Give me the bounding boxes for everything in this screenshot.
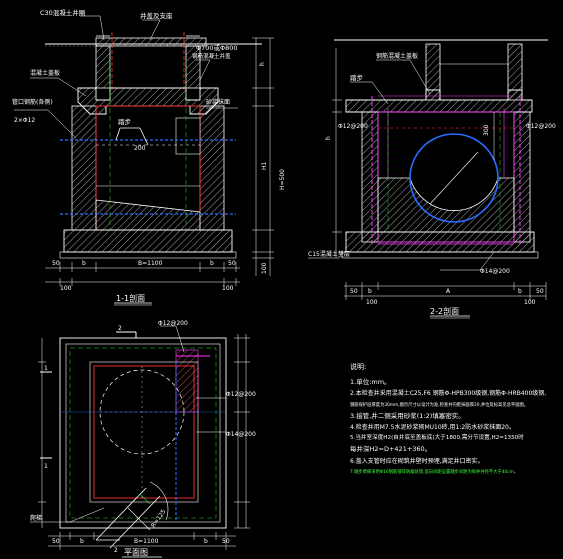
dim-H: H=500	[279, 169, 286, 190]
label-ladder: 踏步	[118, 117, 132, 126]
label-bar-left2: 2×Φ12	[14, 117, 35, 124]
plan-inlet	[95, 481, 169, 549]
dimension-plan-right	[234, 334, 250, 529]
dimension-1-1-right	[252, 37, 274, 276]
drawing-labels: C30混凝土井圈 井盖及支座 Φ700或Φ800 钢筋混凝土井盖 混凝土盖板 管…	[12, 8, 459, 557]
label-sec2: 2-2剖面	[430, 306, 459, 316]
note-item: 2.本检查井采用混凝土C25,F6 钢筋Φ-HPB300级钢,钢筋Φ-HRB40…	[350, 390, 547, 398]
ladder-steps-1-1	[115, 127, 149, 146]
dim-barp: Φ12@200	[226, 391, 256, 398]
dim-50-left: 50	[52, 260, 60, 267]
dim-h2: h	[325, 136, 332, 140]
note-item: 1.单位:mm。	[350, 378, 391, 387]
dim-b-right: b	[210, 260, 214, 267]
design-notes: 说明: 1.单位:mm。 2.本检查井采用混凝土C25,F6 钢筋Φ-HPB30…	[350, 362, 560, 478]
dim-b-2l: b	[368, 288, 372, 295]
dim-A: A	[446, 288, 451, 295]
note-item: 每井深H2=D+421+360。	[350, 445, 432, 454]
dim-100-2l: 100	[366, 299, 378, 306]
dim-cut-1-top: 1	[44, 365, 48, 372]
dim-H1: H1	[261, 161, 268, 170]
dim-b-2r: b	[518, 288, 522, 295]
section-2-2	[308, 39, 548, 319]
label-cover-spec: Φ700或Φ800	[196, 43, 238, 52]
dim-100-v: 100	[261, 262, 268, 274]
note-item: 钢筋保护层厚度为30mm,图示尺寸以设计为准,检查井内壁抹面厚20,井位及标高见…	[350, 402, 529, 408]
dim-cut-2-bot: 2	[114, 547, 118, 554]
dim-50-2r: 50	[536, 288, 544, 295]
dim-cut-2-top: 2	[118, 325, 122, 332]
dim-b-pl: b	[80, 538, 84, 545]
dim-bar4: Φ14@200	[480, 268, 510, 275]
dim-100-2r: 100	[524, 299, 536, 306]
label-bar-left: 管口钢筋(各侧)	[12, 98, 53, 106]
dimension-2-2-bottom	[344, 282, 547, 300]
dim-r125: R=125	[150, 508, 168, 529]
dim-300: 300	[483, 124, 490, 136]
dimension-2-2-left	[332, 48, 342, 258]
dimension-plan-bottom	[48, 532, 236, 550]
label-sec1: 1-1剖面	[116, 293, 145, 303]
section-1-1	[14, 15, 274, 306]
label-slab-left: 混凝土盖板	[30, 69, 60, 77]
note-item: 6.盖入支管时应在砌筑井壁时预埋,满足井口密实。	[350, 457, 484, 465]
dim-B: B=1100	[138, 260, 163, 267]
dim-200: 200	[134, 145, 146, 152]
note-item: 4.检查井用M7.5水泥砂浆砌MU10砖,用1:2防水砂浆抹面20。	[350, 424, 515, 432]
label-step-plan: 爬梯	[30, 514, 42, 522]
dim-50-pl: 50	[52, 538, 60, 545]
label-plan: 平面图	[124, 548, 148, 557]
dim-bar3: Φ12@200	[158, 320, 188, 327]
dim-h1: h	[259, 62, 266, 66]
dim-B-pl: B=1100	[134, 538, 159, 545]
label-ladder-2: 踏步	[350, 73, 364, 82]
dimension-text: 50 b B=1100 b 50 100 100 h H=500 H1 100 …	[44, 62, 556, 554]
dim-50-2l: 50	[350, 288, 358, 295]
dim-100-left: 100	[60, 285, 72, 292]
label-cover-top: 井盖及支座	[140, 11, 173, 20]
dim-50-right: 50	[228, 260, 236, 267]
dim-bar1: Φ12@200	[338, 123, 368, 130]
dim-50-pr: 50	[222, 538, 230, 545]
label-c30: C30混凝土井圈	[40, 8, 85, 17]
dimension-1-1-bottom	[45, 262, 240, 286]
label-mortar: 砂浆抹面	[206, 98, 230, 106]
dim-cut-1-bot: 1	[44, 463, 48, 470]
notes-heading: 说明:	[350, 363, 367, 371]
dim-100-right: 100	[222, 285, 234, 292]
note-item: 3.接管,井二侧采用砂浆(1:2)填塞密实。	[350, 411, 465, 420]
dim-b-left: b	[82, 260, 86, 267]
plan-view	[30, 325, 250, 558]
label-c15: C15混凝土垫层	[308, 250, 350, 258]
note-item: 5.当井室深度H2(自井底至盖板底)大于1800,需分节设置,H2=1350时	[350, 435, 524, 442]
label-cover-spec2: 钢筋混凝土井盖	[192, 52, 231, 60]
dim-barp2: Φ14@200	[226, 431, 256, 438]
note-item: 7.踏步爬梯采用Φ16钢筋镀锌防腐处理,竖向间距设置踏步间距为每井井径不大于40…	[350, 469, 519, 475]
dim-bar2: Φ12@200	[526, 123, 556, 130]
label-slab: 钢筋混凝土盖板	[376, 52, 418, 60]
dim-b-pr: b	[204, 538, 208, 545]
